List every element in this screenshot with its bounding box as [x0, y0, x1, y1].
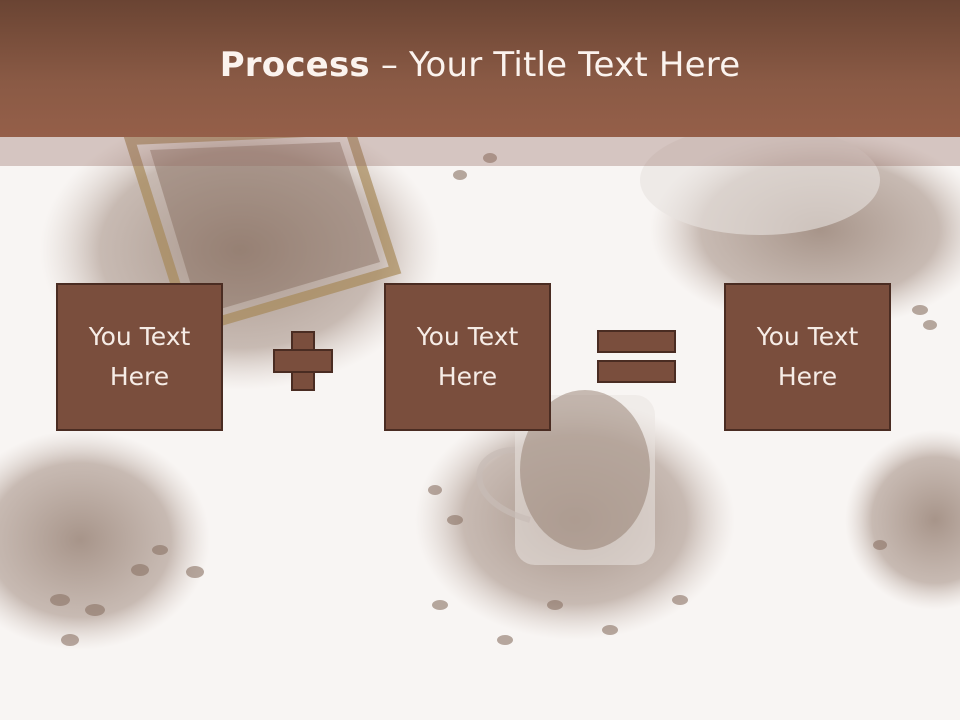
- process-box-1[interactable]: You Text Here: [56, 283, 223, 431]
- process-box-3[interactable]: You Text Here: [724, 283, 891, 431]
- slide-title[interactable]: Process – Your Title Text Here: [220, 45, 741, 85]
- equals-top-bar: [597, 330, 676, 353]
- title-rest-part: – Your Title Text Here: [369, 44, 741, 85]
- process-box-3-text: You Text Here: [756, 322, 859, 391]
- plus-horizontal-bar: [273, 349, 333, 373]
- process-box-2[interactable]: You Text Here: [384, 283, 551, 431]
- title-bold-part: Process: [219, 44, 370, 85]
- process-box-2-text: You Text Here: [416, 322, 519, 391]
- title-bar: Process – Your Title Text Here: [0, 0, 960, 137]
- process-box-1-text: You Text Here: [88, 322, 191, 391]
- title-stripe: [0, 137, 960, 166]
- equals-bottom-bar: [597, 360, 676, 383]
